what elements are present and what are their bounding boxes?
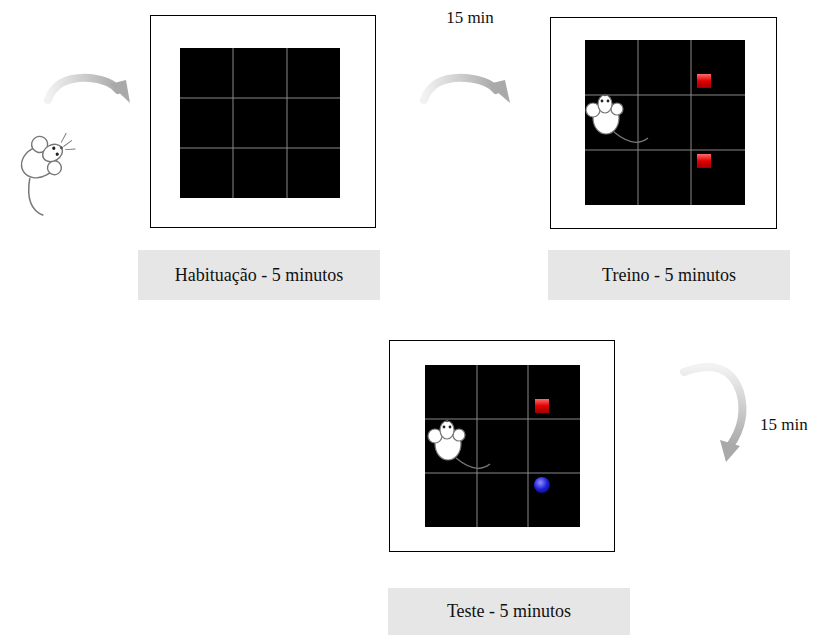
curved-arrow: [48, 78, 130, 103]
curved-arrow: [424, 78, 510, 103]
mouse-icon: [428, 420, 490, 469]
object-sphere: [534, 477, 550, 493]
curved-arrow: [684, 367, 742, 462]
arena-habituation: [151, 16, 376, 228]
arena-training: [551, 18, 777, 229]
interval-label: 15 min: [446, 8, 494, 28]
stage-label: Treino - 5 minutos: [548, 250, 790, 300]
stage-label: Habituação - 5 minutos: [138, 250, 380, 300]
object-cube: [697, 74, 711, 88]
mouse-icon: [3, 123, 97, 218]
stage-text: Teste - 5 minutos: [447, 601, 571, 622]
stage-text: Habituação - 5 minutos: [175, 265, 343, 286]
mouse-icon: [586, 94, 648, 143]
arena-test: [390, 341, 615, 552]
object-cube: [697, 154, 711, 168]
object-cube: [535, 399, 549, 413]
stage-label: Teste - 5 minutos: [388, 588, 630, 635]
stage-text: Treino - 5 minutos: [602, 265, 736, 286]
interval-label: 15 min: [760, 415, 808, 435]
